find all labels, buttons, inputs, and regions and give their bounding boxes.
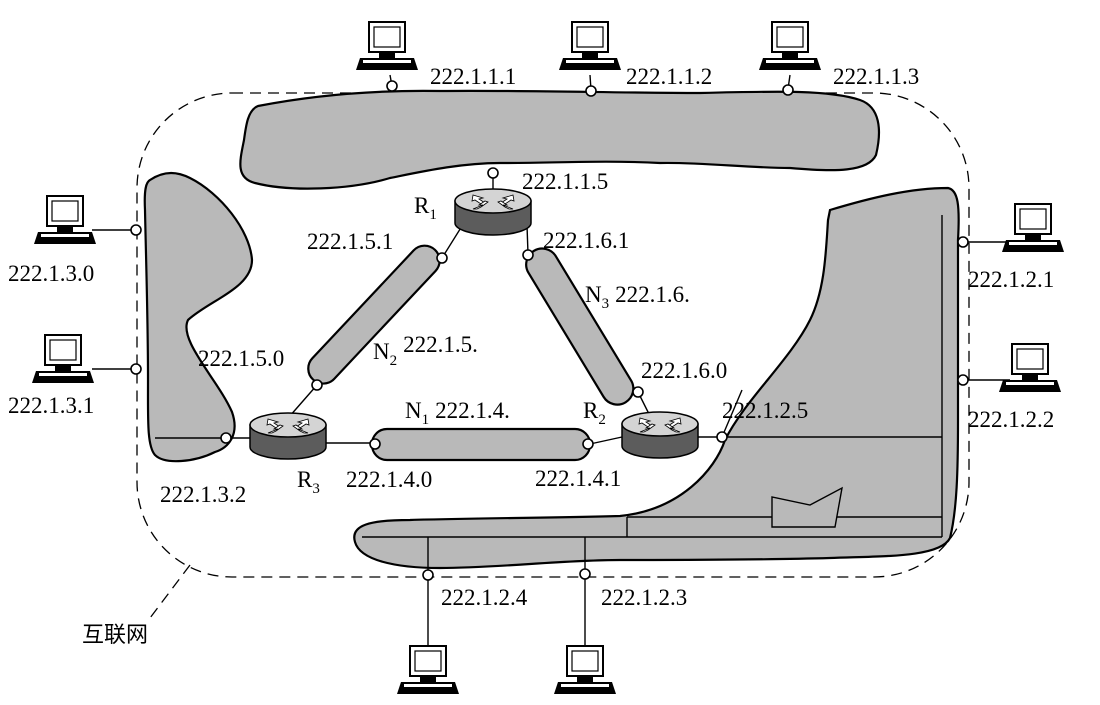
- computer-icon: [553, 645, 617, 695]
- interface-ports: [130, 80, 969, 581]
- address-222-1-2-1: 222.1.2.1: [968, 267, 1054, 292]
- address-222-1-3-2: 222.1.3.2: [160, 482, 246, 507]
- router-r3-icon: [249, 412, 327, 460]
- internet-boundary: [136, 92, 970, 578]
- address-222-1-2-4: 222.1.2.4: [441, 585, 528, 610]
- address-222-1-4-0: 222.1.4.0: [346, 467, 432, 492]
- address-222-1-5-0: 222.1.5.0: [198, 346, 284, 371]
- address-222-1-2-3: 222.1.2.3: [601, 585, 687, 610]
- address-222-1-1-1: 222.1.1.1: [430, 64, 516, 89]
- lan-segment-symbol: [771, 486, 843, 528]
- computer-icon: [1001, 203, 1065, 253]
- n3-network: [525, 247, 635, 406]
- right-lan-network: [353, 186, 960, 570]
- address-222-1-6-1: 222.1.6.1: [543, 228, 629, 253]
- router-r1-label: R1: [414, 193, 437, 223]
- address-222-1-3-1: 222.1.3.1: [8, 393, 94, 418]
- computer-icon: [558, 21, 622, 71]
- router-r1-icon: [454, 188, 532, 236]
- r1-n3-link: [526, 224, 529, 255]
- computer-icon: [396, 645, 460, 695]
- computer-icon: [998, 343, 1062, 393]
- address-222-1-6-0: 222.1.6.0: [641, 358, 727, 383]
- address-222-1-4-1: 222.1.4.1: [535, 466, 621, 491]
- left-lan-network: [143, 171, 254, 463]
- router-r2-icon: [621, 411, 699, 459]
- top-lan-network: [239, 89, 881, 190]
- address-222-1-1-2: 222.1.1.2: [626, 64, 712, 89]
- address-222-1-2-5: 222.1.2.5: [722, 398, 808, 423]
- address-222-1-3-0: 222.1.3.0: [8, 261, 94, 286]
- address-222-1-2-2: 222.1.2.2: [968, 407, 1054, 432]
- address-222-1-1-3: 222.1.1.3: [833, 64, 919, 89]
- address-222-1-5-1: 222.1.5.1: [307, 229, 393, 254]
- computer-icon: [33, 195, 97, 245]
- network-n2-label: N2222.1.5.: [373, 332, 478, 369]
- internet-label-leader: [149, 564, 191, 619]
- router-r3-label: R3: [297, 467, 320, 497]
- computer-icon: [31, 334, 95, 384]
- r1-n2-link: [441, 225, 463, 259]
- r2-to-right-lan-wire: [721, 389, 743, 438]
- n1-network: [370, 427, 592, 462]
- n1-r2-link: [589, 436, 623, 445]
- computer-icon: [758, 21, 822, 71]
- address-222-1-1-5: 222.1.1.5: [522, 169, 608, 194]
- internet-label: 互联网: [82, 623, 148, 648]
- router-r2-label: R2: [583, 398, 606, 428]
- computer-icon: [355, 21, 419, 71]
- n2-network: [307, 244, 441, 385]
